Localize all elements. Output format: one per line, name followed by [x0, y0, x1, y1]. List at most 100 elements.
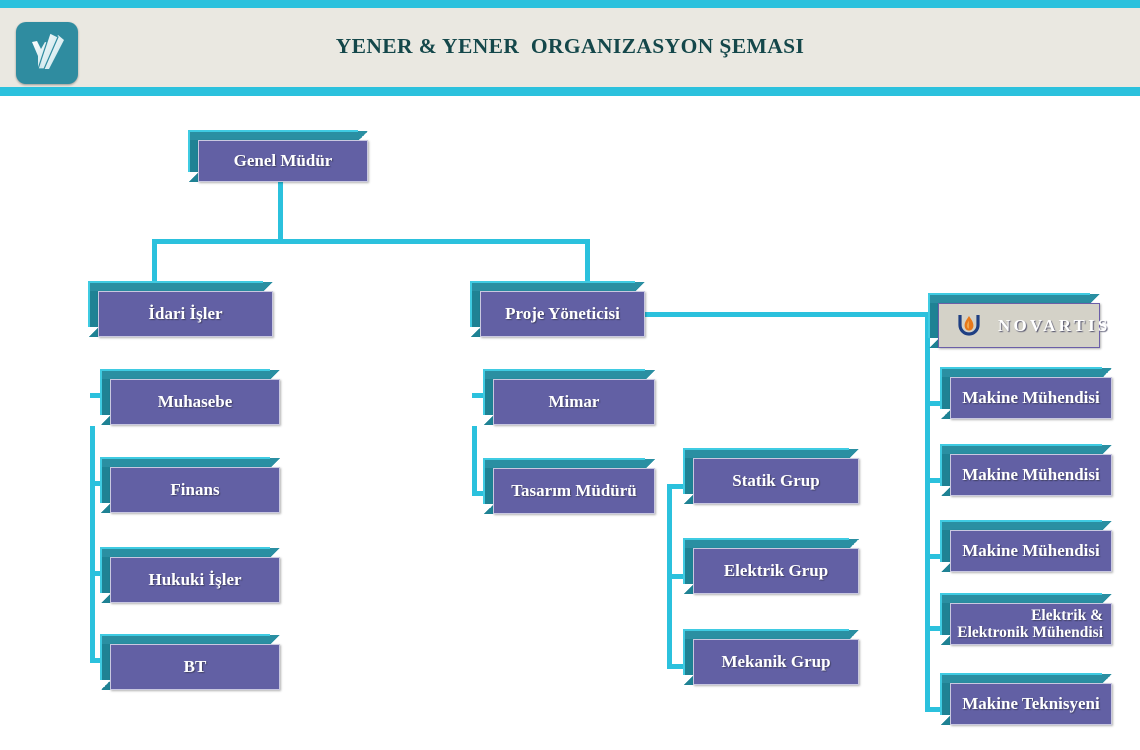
- node-highlight-top: [683, 629, 849, 631]
- node-highlight-top: [940, 673, 1102, 675]
- connector-novartis-stub-1: [925, 401, 945, 406]
- node-highlight-left: [940, 444, 942, 486]
- node-statik-grup[interactable]: Statik Grup: [683, 448, 859, 504]
- connector-tasarim-stub-1: [667, 484, 689, 489]
- node-face: Muhasebe: [110, 379, 280, 425]
- node-proje-yoneticisi[interactable]: Proje Yöneticisi: [470, 281, 645, 337]
- connector-proje-stub-2: [472, 491, 492, 496]
- novartis-flame-icon: [958, 314, 980, 336]
- node-elektrik-grup[interactable]: Elektrik Grup: [683, 538, 859, 594]
- page-title: YENER & YENER ORGANIZASYON ŞEMASI: [335, 34, 805, 58]
- node-label: Elektrik & Elektronik Mühendisi: [957, 606, 1103, 641]
- node-highlight-top: [928, 293, 1090, 295]
- node-face: Mimar: [493, 379, 655, 425]
- node-hukuki-isler[interactable]: Hukuki İşler: [100, 547, 280, 603]
- node-label: Makine Mühendisi: [962, 388, 1100, 408]
- node-bt[interactable]: BT: [100, 634, 280, 690]
- node-highlight-top: [940, 520, 1102, 522]
- node-face: Tasarım Müdürü: [493, 468, 655, 514]
- connector-root-to-proje: [585, 239, 590, 281]
- node-elektrik-elektronik-muhendisi[interactable]: Elektrik & Elektronik Mühendisi: [940, 593, 1112, 645]
- connector-novartis-stub-2: [925, 478, 945, 483]
- connector-proje-spine: [472, 426, 477, 496]
- node-highlight-top: [483, 369, 645, 371]
- node-genel-mudur[interactable]: Genel Müdür: [188, 130, 368, 182]
- node-label: İdari İşler: [148, 304, 223, 324]
- org-chart-canvas: Genel Müdür İdari İşler Muhasebe Finans: [0, 96, 1140, 750]
- connector-tasarim-stub-2: [667, 574, 689, 579]
- connector-proje-to-novartis: [645, 312, 935, 317]
- node-face: Hukuki İşler: [110, 557, 280, 603]
- novartis-wordmark: NOVARTIS: [998, 315, 1111, 335]
- node-highlight-left: [100, 547, 102, 593]
- node-face: Makine Mühendisi: [950, 377, 1112, 419]
- node-mimar[interactable]: Mimar: [483, 369, 655, 425]
- node-highlight-left: [683, 448, 685, 494]
- node-highlight-top: [683, 538, 849, 540]
- node-tasarim-muduru[interactable]: Tasarım Müdürü: [483, 458, 655, 514]
- node-idari-isler[interactable]: İdari İşler: [88, 281, 273, 337]
- node-highlight-left: [100, 369, 102, 415]
- node-label: Proje Yöneticisi: [505, 304, 620, 324]
- connector-tasarim-stub-3: [667, 664, 689, 669]
- node-highlight-top: [100, 369, 270, 371]
- node-highlight-top: [100, 457, 270, 459]
- page-header: YENER & YENER ORGANIZASYON ŞEMASI: [0, 0, 1140, 96]
- node-label: Statik Grup: [732, 471, 820, 491]
- connector-root-stem: [278, 182, 283, 239]
- node-label: BT: [183, 657, 207, 677]
- node-label: Makine Teknisyeni: [962, 694, 1100, 714]
- node-makine-teknisyeni[interactable]: Makine Teknisyeni: [940, 673, 1112, 725]
- node-makine-muhendisi-3[interactable]: Makine Mühendisi: [940, 520, 1112, 572]
- node-label: Hukuki İşler: [148, 570, 242, 590]
- node-highlight-top: [470, 281, 635, 283]
- node-highlight-left: [683, 629, 685, 675]
- node-face: Proje Yöneticisi: [480, 291, 645, 337]
- node-face: Statik Grup: [693, 458, 859, 504]
- novartis-brand-mark: NOVARTIS: [951, 312, 1123, 340]
- node-mekanik-grup[interactable]: Mekanik Grup: [683, 629, 859, 685]
- node-face: Genel Müdür: [198, 140, 368, 182]
- node-highlight-top: [683, 448, 849, 450]
- node-label: Genel Müdür: [233, 151, 333, 171]
- node-highlight-left: [470, 281, 472, 327]
- node-novartis[interactable]: NOVARTIS: [928, 293, 1107, 348]
- node-label: Mekanik Grup: [721, 652, 831, 672]
- node-label: Finans: [170, 480, 220, 500]
- node-highlight-top: [483, 458, 645, 460]
- node-label: Tasarım Müdürü: [511, 481, 637, 501]
- connector-novartis-stub-3: [925, 554, 945, 559]
- node-face: Makine Mühendisi: [950, 530, 1112, 572]
- node-highlight-top: [100, 547, 270, 549]
- node-highlight-left: [483, 369, 485, 415]
- node-highlight-left: [88, 281, 90, 327]
- node-highlight-left: [940, 673, 942, 715]
- node-highlight-top: [88, 281, 263, 283]
- node-face: BT: [110, 644, 280, 690]
- connector-idari-spine: [90, 426, 95, 658]
- node-face: Makine Mühendisi: [950, 454, 1112, 496]
- node-highlight-left: [100, 457, 102, 503]
- node-highlight-left: [940, 367, 942, 409]
- node-highlight-left: [683, 538, 685, 584]
- connector-proje-stub-1: [472, 393, 492, 398]
- node-label: Muhasebe: [157, 392, 233, 412]
- node-makine-muhendisi-1[interactable]: Makine Mühendisi: [940, 367, 1112, 419]
- node-highlight-left: [940, 593, 942, 635]
- node-highlight-left: [940, 520, 942, 562]
- node-makine-muhendisi-2[interactable]: Makine Mühendisi: [940, 444, 1112, 496]
- node-face: Mekanik Grup: [693, 639, 859, 685]
- yener-leaf-logo-icon: [32, 32, 64, 70]
- connector-root-bus: [152, 239, 590, 244]
- connector-novartis-stub-4: [925, 626, 945, 631]
- node-highlight-left: [188, 130, 190, 172]
- node-label: Elektrik Grup: [723, 561, 829, 581]
- node-face: Finans: [110, 467, 280, 513]
- node-finans[interactable]: Finans: [100, 457, 280, 513]
- node-highlight-top: [940, 593, 1102, 595]
- node-muhasebe[interactable]: Muhasebe: [100, 369, 280, 425]
- node-label: Makine Mühendisi: [962, 465, 1100, 485]
- node-face: Elektrik Grup: [693, 548, 859, 594]
- connector-novartis-spine: [925, 312, 930, 712]
- node-highlight-top: [940, 444, 1102, 446]
